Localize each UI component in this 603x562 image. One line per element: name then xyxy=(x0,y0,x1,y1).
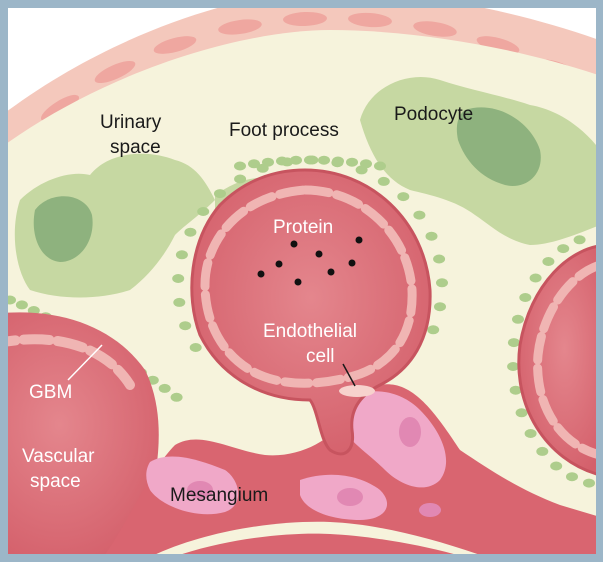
foot-process-dot xyxy=(427,325,439,334)
foot-process-dot xyxy=(171,393,183,402)
endothelial-cell xyxy=(339,385,375,397)
foot-process-dot xyxy=(290,156,302,165)
foot-process-dot xyxy=(397,192,409,201)
foot-process-dot xyxy=(214,189,226,198)
label-protein: Protein xyxy=(273,217,333,238)
foot-process-dot xyxy=(536,447,548,456)
foot-process-dot xyxy=(234,162,246,171)
foot-process-dot xyxy=(346,158,358,167)
foot-process-dot xyxy=(332,157,344,166)
mesangial-cell-1 xyxy=(399,417,421,447)
label-mesangium: Mesangium xyxy=(170,485,268,506)
foot-process-dot xyxy=(512,315,524,324)
label-foot-process: Foot process xyxy=(229,120,339,141)
foot-process-dot xyxy=(566,472,578,481)
foot-process-dot xyxy=(436,278,448,287)
label-gbm: GBM xyxy=(29,382,72,403)
label-urinary-1: Urinary xyxy=(100,112,162,133)
foot-process-dot xyxy=(179,321,191,330)
label-endothelial-1: Endothelial xyxy=(263,321,357,342)
foot-process-dot xyxy=(426,232,438,241)
label-vascular-2: space xyxy=(30,471,81,492)
foot-process-dot xyxy=(360,159,372,168)
foot-process-dot xyxy=(530,274,542,283)
mesangial-cell-4 xyxy=(419,503,441,517)
mesangial-cell-3 xyxy=(337,488,363,506)
foot-process-dot xyxy=(276,157,288,166)
foot-process-dot xyxy=(550,462,562,471)
foot-process-dot xyxy=(434,302,446,311)
foot-process-dot xyxy=(184,228,196,237)
label-endothelial-2: cell xyxy=(306,346,335,367)
foot-process-dot xyxy=(16,300,28,309)
foot-process-dot xyxy=(542,257,554,266)
foot-process-dot xyxy=(574,235,586,244)
foot-process-dot xyxy=(413,211,425,220)
foot-process-dot xyxy=(172,274,184,283)
foot-process-dot xyxy=(176,250,188,259)
foot-process-dot xyxy=(304,156,316,165)
foot-process-dot xyxy=(248,159,260,168)
foot-process-dot xyxy=(197,207,209,216)
label-podocyte: Podocyte xyxy=(394,104,473,125)
foot-process-dot xyxy=(234,175,246,184)
label-urinary-2: space xyxy=(110,137,161,158)
foot-process-dot xyxy=(519,293,531,302)
foot-process-dot xyxy=(190,343,202,352)
foot-process-dot xyxy=(262,158,274,167)
foot-process-dot xyxy=(557,244,569,253)
foot-process-dot xyxy=(525,429,537,438)
foot-process-dot xyxy=(516,408,528,417)
foot-process-dot xyxy=(433,255,445,264)
foot-process-dot xyxy=(159,384,171,393)
foot-process-dot xyxy=(378,177,390,186)
foot-process-dot xyxy=(374,162,386,171)
label-vascular-1: Vascular xyxy=(22,446,95,467)
foot-process-dot xyxy=(583,479,595,488)
foot-process-dot xyxy=(508,338,520,347)
foot-process-dot xyxy=(173,298,185,307)
foot-process-dot xyxy=(318,156,330,165)
